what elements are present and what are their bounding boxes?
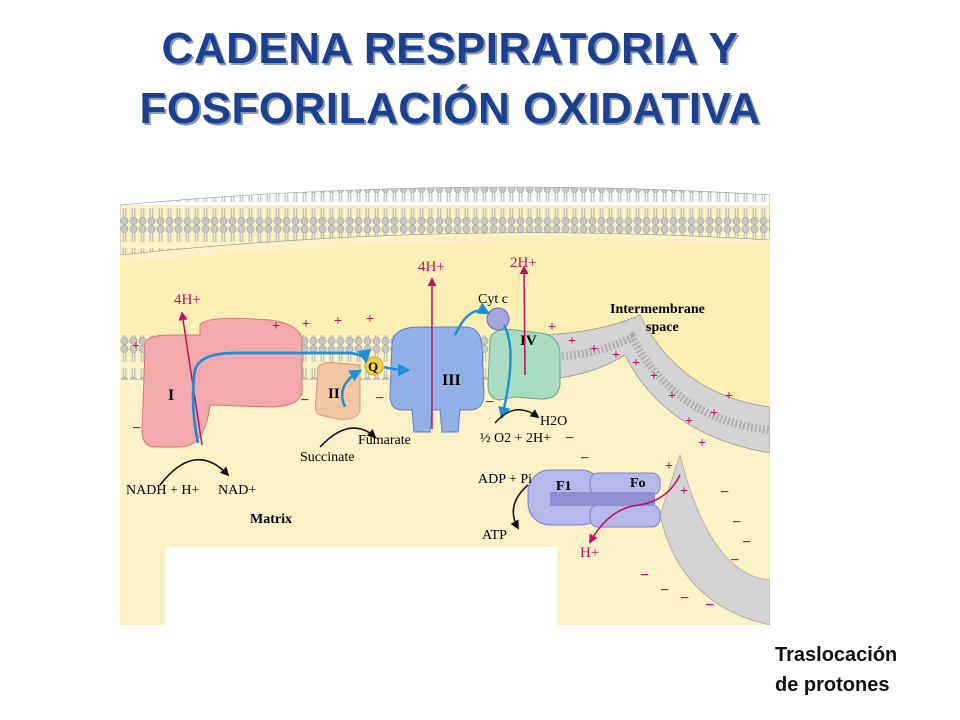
- svg-text:+: +: [334, 314, 342, 329]
- nad-label: NAD+: [218, 483, 256, 498]
- atp-synthase-Fo-upper: [589, 472, 661, 496]
- page-title-line-1: CADENA RESPIRATORIA Y: [161, 24, 739, 73]
- svg-text:−: −: [640, 567, 649, 584]
- svg-text:+: +: [685, 414, 693, 429]
- svg-text:−: −: [732, 514, 741, 531]
- succinate-label: Succinate: [300, 450, 354, 465]
- succinate-arrow: [319, 427, 377, 448]
- caption: Traslocación de protones: [775, 640, 897, 700]
- svg-text:−: −: [720, 484, 729, 501]
- electron-path-I-Q: [191, 348, 372, 444]
- svg-text:+: +: [710, 406, 718, 421]
- cytochrome-c: [486, 307, 510, 331]
- complex-II-label: II: [328, 386, 340, 402]
- svg-text:−: −: [375, 390, 384, 407]
- electron-path-II-Q: [340, 369, 363, 408]
- svg-text:−: −: [580, 450, 589, 467]
- caption-line-1: Traslocación: [775, 644, 898, 666]
- proton-label-IV: 2H+: [510, 255, 537, 271]
- intermembrane-label: Intermembrane: [610, 302, 705, 317]
- respiratory-chain-diagram: I II Q III IV Cyt c F1 Fo 4H+ 4H+ 2H+ H+…: [120, 185, 770, 625]
- nadh-label: NADH + H+: [126, 483, 199, 498]
- electron-path-III-cytc: [453, 302, 491, 336]
- svg-text:+: +: [698, 436, 706, 451]
- svg-text:+: +: [366, 312, 374, 327]
- proton-label-I: 4H+: [174, 292, 201, 308]
- svg-text:+: +: [548, 320, 556, 335]
- nadh-arrow: [159, 459, 230, 486]
- svg-text:+: +: [668, 389, 676, 404]
- caption-line-2: de protones: [775, 674, 890, 696]
- complex-I: [141, 317, 303, 448]
- svg-text:+: +: [725, 389, 733, 404]
- oxygen-label: ½ O2 + 2H+: [480, 431, 551, 446]
- atp-arrow: [510, 484, 529, 530]
- water-label: H2O: [540, 414, 567, 429]
- oxygen-arrow: [494, 409, 540, 424]
- electron-path-Q-III: [383, 363, 411, 377]
- complex-IV-label: IV: [520, 333, 537, 349]
- svg-text:+: +: [302, 317, 310, 332]
- complex-III: [389, 326, 485, 433]
- proton-arrow-atp-synthase: [589, 474, 681, 544]
- intermembrane-space-background: [120, 240, 770, 405]
- svg-text:−: −: [300, 392, 309, 409]
- svg-text:+: +: [272, 319, 280, 334]
- svg-text:+: +: [632, 356, 640, 371]
- svg-text:+: +: [650, 369, 658, 384]
- blank-panel: [165, 547, 557, 625]
- intermembrane-label-2: space: [646, 320, 679, 335]
- svg-text:+: +: [680, 484, 688, 499]
- svg-text:−: −: [742, 534, 751, 551]
- atp-label: ATP: [482, 528, 507, 543]
- q-label: Q: [368, 359, 378, 374]
- svg-text:−: −: [705, 597, 714, 614]
- svg-text:−: −: [485, 394, 494, 411]
- svg-text:−: −: [660, 582, 669, 599]
- positive-charges: + + + + + + + + + + + + + + + + + +: [132, 312, 733, 499]
- proton-label-III: 4H+: [418, 259, 445, 275]
- svg-text:+: +: [665, 459, 673, 474]
- svg-text:+: +: [568, 334, 576, 349]
- electron-path-cytc-IV: [498, 324, 512, 420]
- svg-text:−: −: [132, 420, 141, 437]
- svg-text:−: −: [680, 590, 689, 607]
- complex-I-label: I: [168, 387, 174, 404]
- fumarate-label: Fumarate: [358, 433, 411, 448]
- proton-arrow-I: [178, 311, 203, 446]
- adp-label: ADP + Pi: [478, 472, 532, 487]
- fo-label: Fo: [630, 476, 646, 491]
- cyt-c-label: Cyt c: [478, 292, 508, 307]
- negative-charges: −−− −−− −−− −−− −−: [132, 390, 751, 614]
- page-title-line-2: FOSFORILACIÓN OXIDATIVA: [139, 84, 761, 133]
- proton-label-atp: H+: [580, 545, 599, 561]
- f1-label: F1: [556, 479, 572, 494]
- svg-text:−: −: [565, 430, 574, 447]
- complex-III-label: III: [442, 372, 461, 389]
- svg-text:+: +: [590, 342, 598, 357]
- svg-text:+: +: [132, 339, 140, 354]
- outer-membrane: [120, 186, 770, 256]
- svg-text:+: +: [612, 348, 620, 363]
- svg-text:−: −: [730, 552, 739, 569]
- proton-arrow-IV: [519, 265, 529, 376]
- matrix-label: Matrix: [250, 512, 292, 527]
